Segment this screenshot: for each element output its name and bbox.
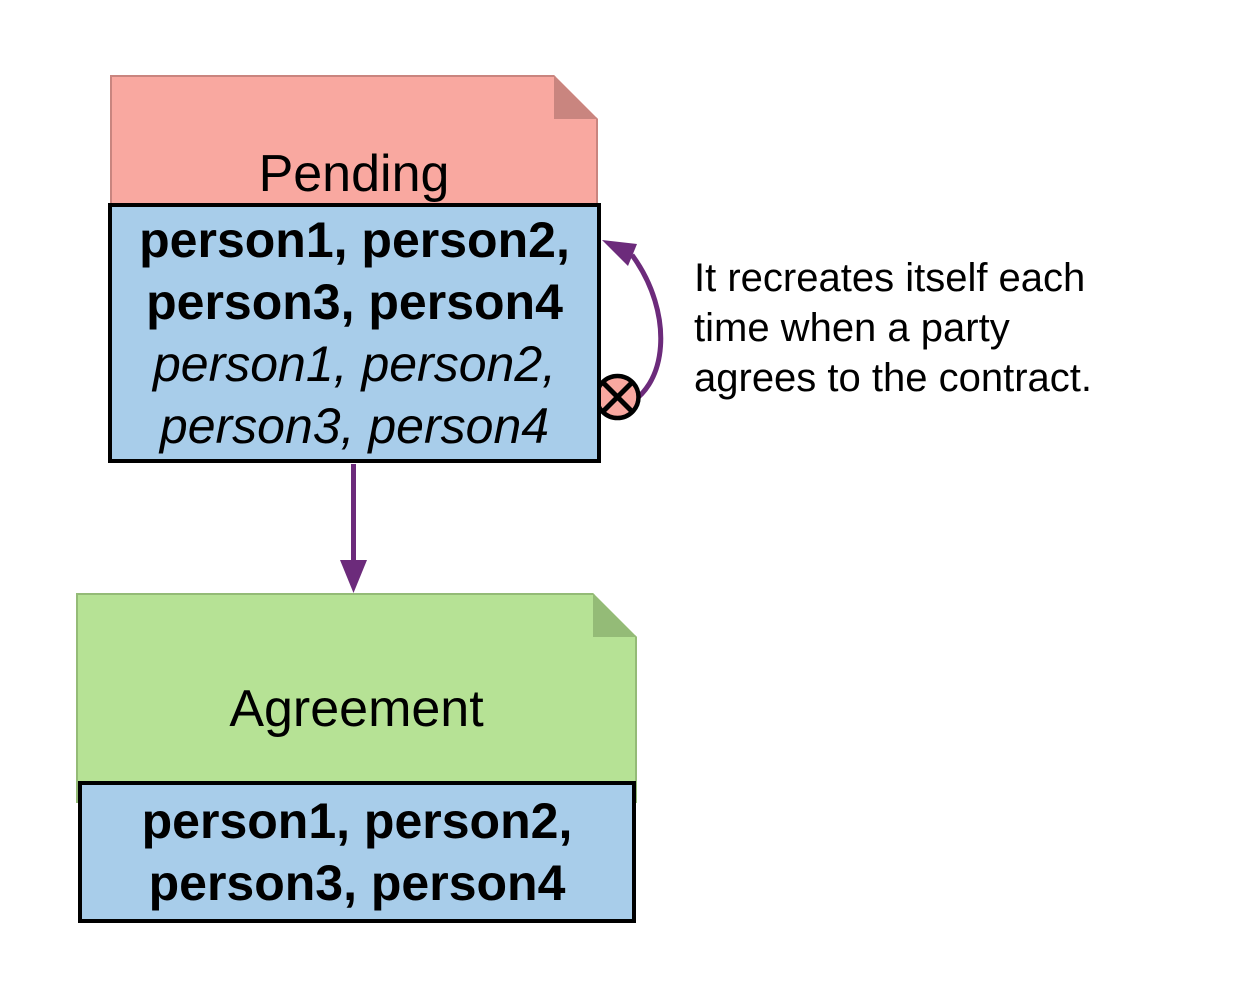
annotation-line: time when a party: [694, 306, 1010, 350]
pending-parties-body: person1, person2, person3, person4 perso…: [108, 203, 601, 463]
agreement-title: Agreement: [229, 679, 484, 738]
archive-x-icon: [594, 373, 641, 421]
agreement-parties-body: person1, person2, person3, person4: [78, 781, 636, 923]
signatory-parties-line: person3, person4: [146, 274, 563, 330]
signatory-parties-line: person1, person2,: [139, 212, 570, 268]
signatory-parties-line: person1, person2,: [141, 793, 573, 849]
annotation-line: It recreates itself each: [694, 256, 1086, 300]
fold-corner: [554, 75, 598, 119]
annotation-text: It recreates itself each time when a par…: [694, 253, 1174, 403]
recreate-arrow-curve: [619, 253, 664, 411]
annotation-line: agrees to the contract.: [694, 356, 1093, 400]
recreate-arrow-head: [602, 240, 637, 266]
observer-parties-line: person3, person4: [159, 398, 550, 454]
pending-title: Pending: [258, 144, 450, 203]
agreement-header: Agreement: [76, 593, 637, 803]
signatory-parties-line: person3, person4: [148, 855, 566, 911]
observer-parties-line: person1, person2,: [152, 336, 557, 392]
fold-corner: [593, 593, 637, 637]
create-agreement-arrow-head: [340, 560, 367, 593]
pending-header: Pending: [110, 75, 598, 205]
